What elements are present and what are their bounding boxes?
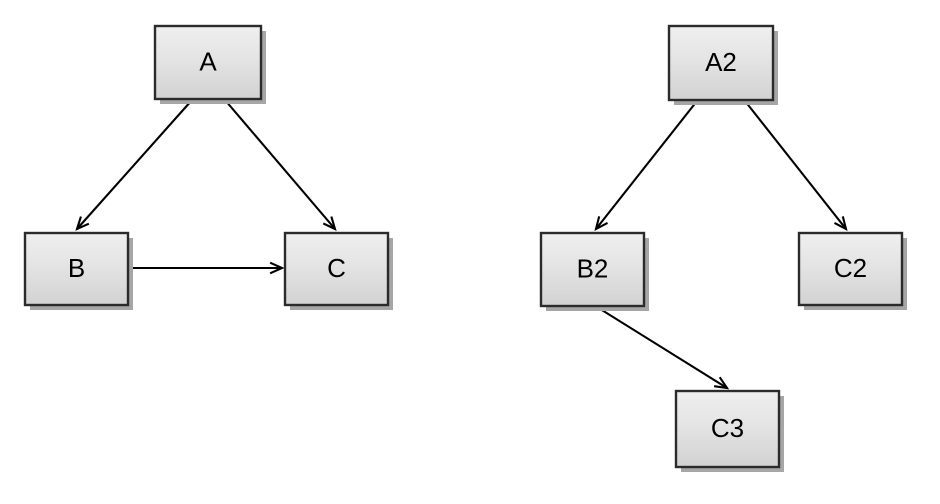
node-box[interactable] — [283, 231, 390, 307]
edge-a-c — [224, 99, 337, 231]
arrowhead-icon — [594, 216, 609, 232]
node-label: C2 — [834, 253, 867, 283]
node-box[interactable] — [23, 231, 130, 307]
edge-line — [744, 100, 847, 230]
node-label: A — [199, 46, 217, 76]
node-c2[interactable]: C2 — [797, 231, 907, 310]
edge-line — [595, 100, 698, 230]
arrowhead-icon — [713, 376, 730, 390]
node-label: B — [68, 253, 85, 283]
node-b[interactable]: B — [23, 231, 133, 310]
node-b2[interactable]: B2 — [539, 231, 649, 311]
edge-a-b — [75, 99, 193, 231]
edge-line — [224, 99, 336, 230]
node-a2[interactable]: A2 — [667, 24, 778, 105]
edge-line — [596, 306, 728, 389]
arrowhead-icon — [322, 216, 337, 231]
edge-line — [76, 99, 193, 230]
node-box[interactable] — [153, 24, 263, 101]
node-a[interactable]: A — [153, 24, 266, 104]
node-box[interactable] — [539, 231, 646, 308]
edge-a2-c2 — [744, 100, 848, 232]
edge-a2-b2 — [594, 100, 698, 232]
edge-b-c — [129, 261, 285, 275]
arrowhead-icon — [75, 216, 90, 231]
node-box[interactable] — [674, 389, 781, 469]
node-label: A2 — [705, 47, 737, 77]
edge-b2-c3 — [596, 306, 730, 390]
node-c[interactable]: C — [283, 231, 393, 310]
edges-layer — [75, 99, 848, 390]
node-c3[interactable]: C3 — [674, 389, 784, 472]
node-label: B2 — [577, 253, 609, 283]
arrowhead-icon — [269, 261, 285, 275]
node-label: C — [327, 253, 346, 283]
node-box[interactable] — [797, 231, 904, 307]
node-box[interactable] — [667, 24, 775, 102]
node-label: C3 — [711, 413, 744, 443]
arrowhead-icon — [833, 216, 848, 232]
